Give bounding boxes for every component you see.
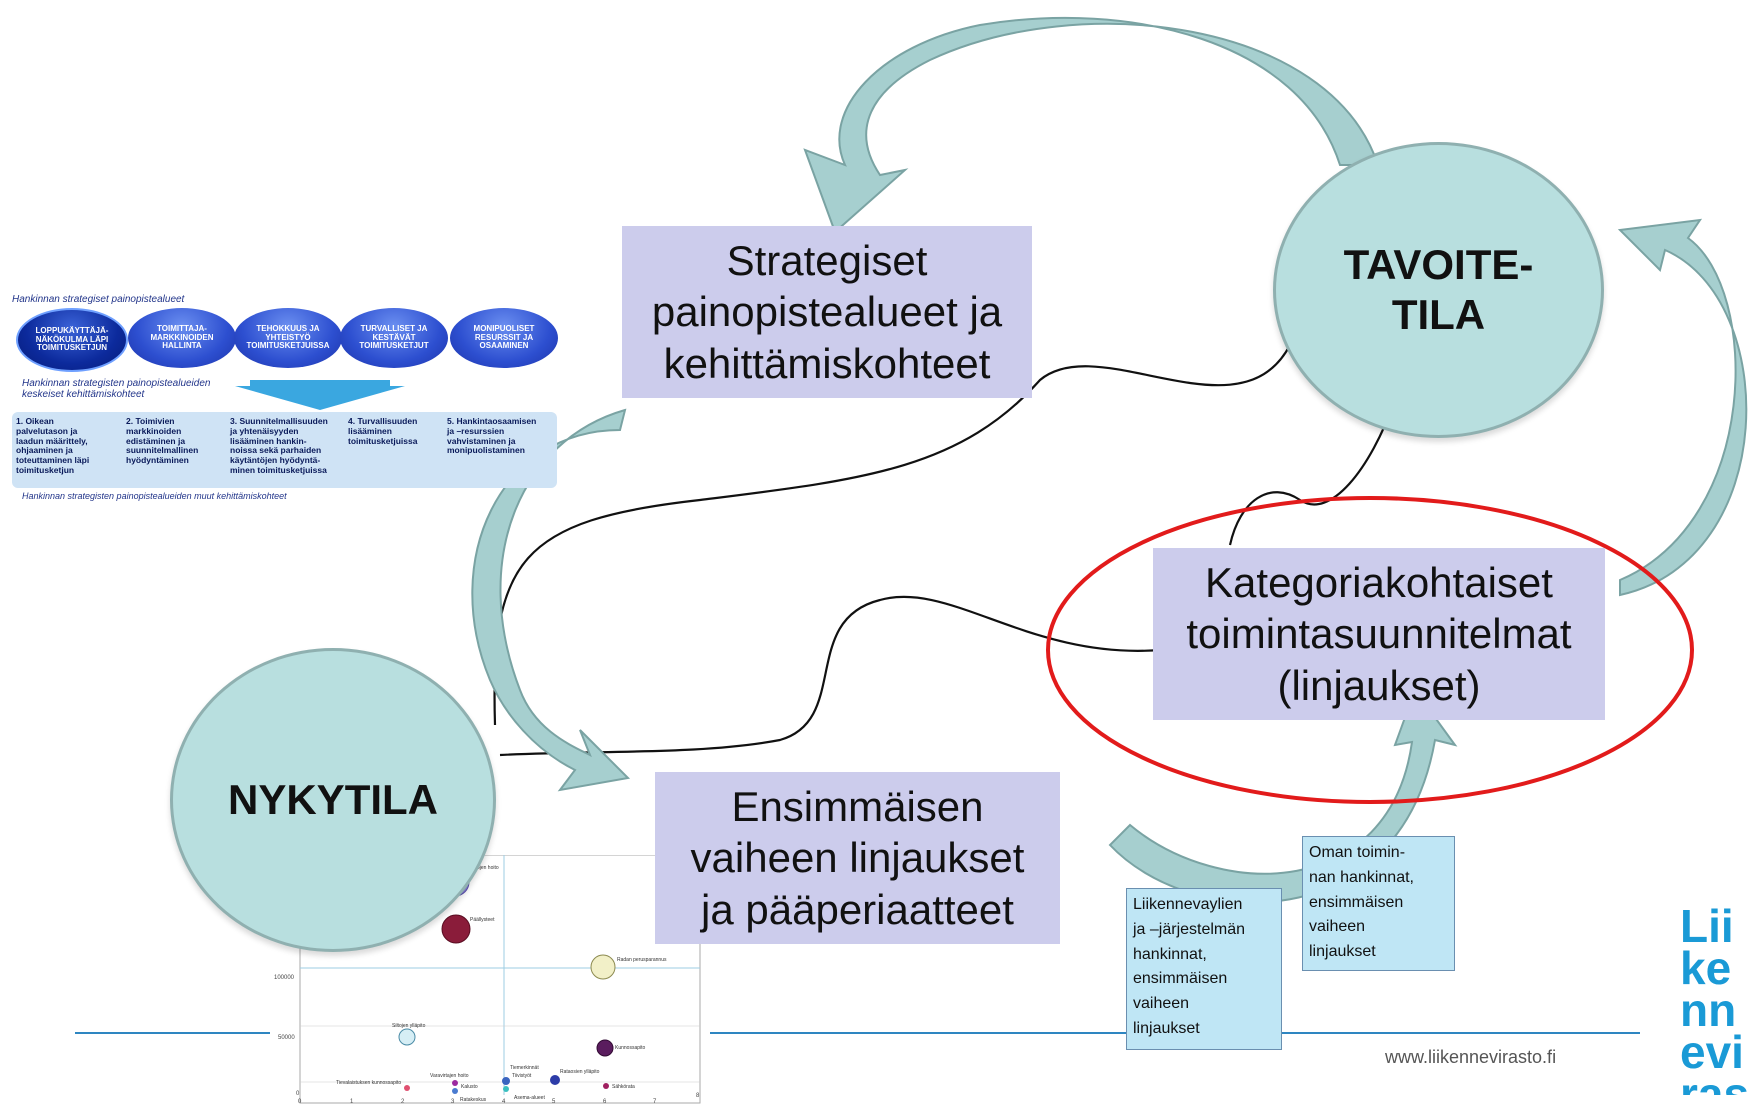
bubble: [503, 1086, 509, 1092]
document-liikennevaylien: Liikennevaylien ja –järjestelmän hankinn…: [1126, 888, 1282, 1050]
strategy-slide-thumbnail: Hankinnan strategiset painopistealueet L…: [10, 290, 560, 505]
slide-subheading: Hankinnan strategisten painopistealueide…: [22, 378, 211, 400]
bubble-label: Sähkörata: [612, 1084, 635, 1090]
logo-text: Liikennevirasto: [1680, 905, 1750, 1095]
strip-item-4: 4. Turvallisuuden lisääminen toimitusket…: [348, 416, 418, 446]
circle-tavoitetila: TAVOITE- TILA: [1273, 142, 1604, 438]
x-tick: 1: [350, 1099, 354, 1105]
bubble-label: Siltojen hoito: [470, 865, 499, 871]
bubble-label: Tiivistyöt: [512, 1073, 532, 1079]
x-tick: 5: [552, 1099, 556, 1105]
strip-item-5: 5. Hankintaosaamisen ja –resurssien vahv…: [447, 416, 537, 456]
slide-footer: Hankinnan strategisten painopistealueide…: [22, 491, 287, 501]
curved-arrow: [803, 16, 1380, 234]
liikennevirasto-logo: Liikennevirasto: [1680, 905, 1755, 1095]
items-strip: [12, 412, 557, 488]
bubble: [590, 954, 616, 980]
connector-line: [499, 595, 1161, 757]
strip-item-1: 1. Oikean palvelutason ja laadun määritt…: [16, 416, 90, 475]
y-tick: 0: [296, 1091, 300, 1097]
x-tick: 7: [653, 1099, 657, 1105]
bubble: [550, 1075, 560, 1085]
curved-arrow: [471, 408, 631, 792]
footer-url[interactable]: www.liikennevirasto.fi: [1385, 1047, 1557, 1067]
bubble-label: Siltojen ylläpito: [392, 1023, 426, 1029]
bubble-label: Ratakeskus: [460, 1097, 487, 1103]
connector-line: [493, 344, 1291, 726]
slide-heading: Hankinnan strategiset painopistealueet: [12, 294, 185, 305]
pill-loppukayttaja: LOPPUKÄYTTÄJÄ- NÄKÖKULMA LÄPI TOIMITUSKE…: [16, 308, 128, 372]
pill-turvalliset: TURVALLISET JA KESTÄVÄT TOIMITUSKETJUT: [340, 308, 448, 368]
x-tick: 3: [451, 1099, 455, 1105]
bubble-label: Päällysteet: [470, 917, 495, 923]
x-tick: 0: [298, 1099, 302, 1105]
bubble-label: Rataosien ylläpito: [560, 1069, 600, 1075]
highlight-ellipse: [1046, 496, 1694, 804]
bubble-label: Varavirtajen hoito: [430, 1073, 469, 1079]
box-kategoria: Kategoriakohtaiset toimintasuunnitelmat …: [1153, 548, 1605, 720]
x-tick: 6: [603, 1099, 607, 1105]
y-tick: 100000: [274, 975, 295, 981]
x-tick: 4: [502, 1099, 506, 1105]
bubble: [502, 1077, 510, 1085]
bubble-label: Kalusto: [461, 1084, 478, 1090]
bubble-label: Kunnossapito: [615, 1045, 646, 1051]
strip-item-3: 3. Suunnitelmallisuuden ja yhtenäisyyden…: [230, 416, 328, 475]
bubble: [404, 1085, 410, 1091]
bubble-label: Tievalaistuksen kunnossapito: [336, 1080, 402, 1086]
bubble: [452, 1088, 458, 1094]
bubble: [596, 1039, 614, 1057]
x-tick: 2: [401, 1099, 405, 1105]
y-tick: 50000: [278, 1035, 295, 1041]
bubble: [441, 914, 471, 944]
bubble-label: Asema-alueet: [514, 1095, 545, 1101]
circle-nykytila: NYKYTILA: [170, 648, 496, 952]
curved-arrow: [1617, 218, 1748, 597]
box-ensimmaisen: Ensimmäisen vaiheen linjaukset ja pääper…: [655, 772, 1060, 944]
document-oman: Oman toimin- nan hankinnat, ensimmäisen …: [1302, 836, 1455, 971]
box-strategiset: Strategiset painopistealueet ja kehittäm…: [622, 226, 1032, 398]
bubble: [452, 1080, 458, 1086]
bubble-label: Radan perusparannus: [617, 957, 667, 963]
strip-item-2: 2. Toimivien markkinoiden edistäminen ja…: [126, 416, 199, 466]
chevron-down-icon: [235, 380, 405, 410]
bubble: [603, 1083, 609, 1089]
bubble: [398, 1028, 416, 1046]
pill-monipuoliset: MONIPUOLISET RESURSSIT JA OSAAMINEN: [450, 308, 558, 368]
pill-tehokkuus: TEHOKKUUS JA YHTEISTYÖ TOIMITUSKETJUISSA: [234, 308, 342, 368]
x-tick: 8: [696, 1093, 700, 1099]
pill-toimittajamarkkinat: TOIMITTAJA- MARKKINOIDEN HALLINTA: [128, 308, 236, 368]
bubble-label: Tiemerkinnät: [510, 1065, 539, 1071]
